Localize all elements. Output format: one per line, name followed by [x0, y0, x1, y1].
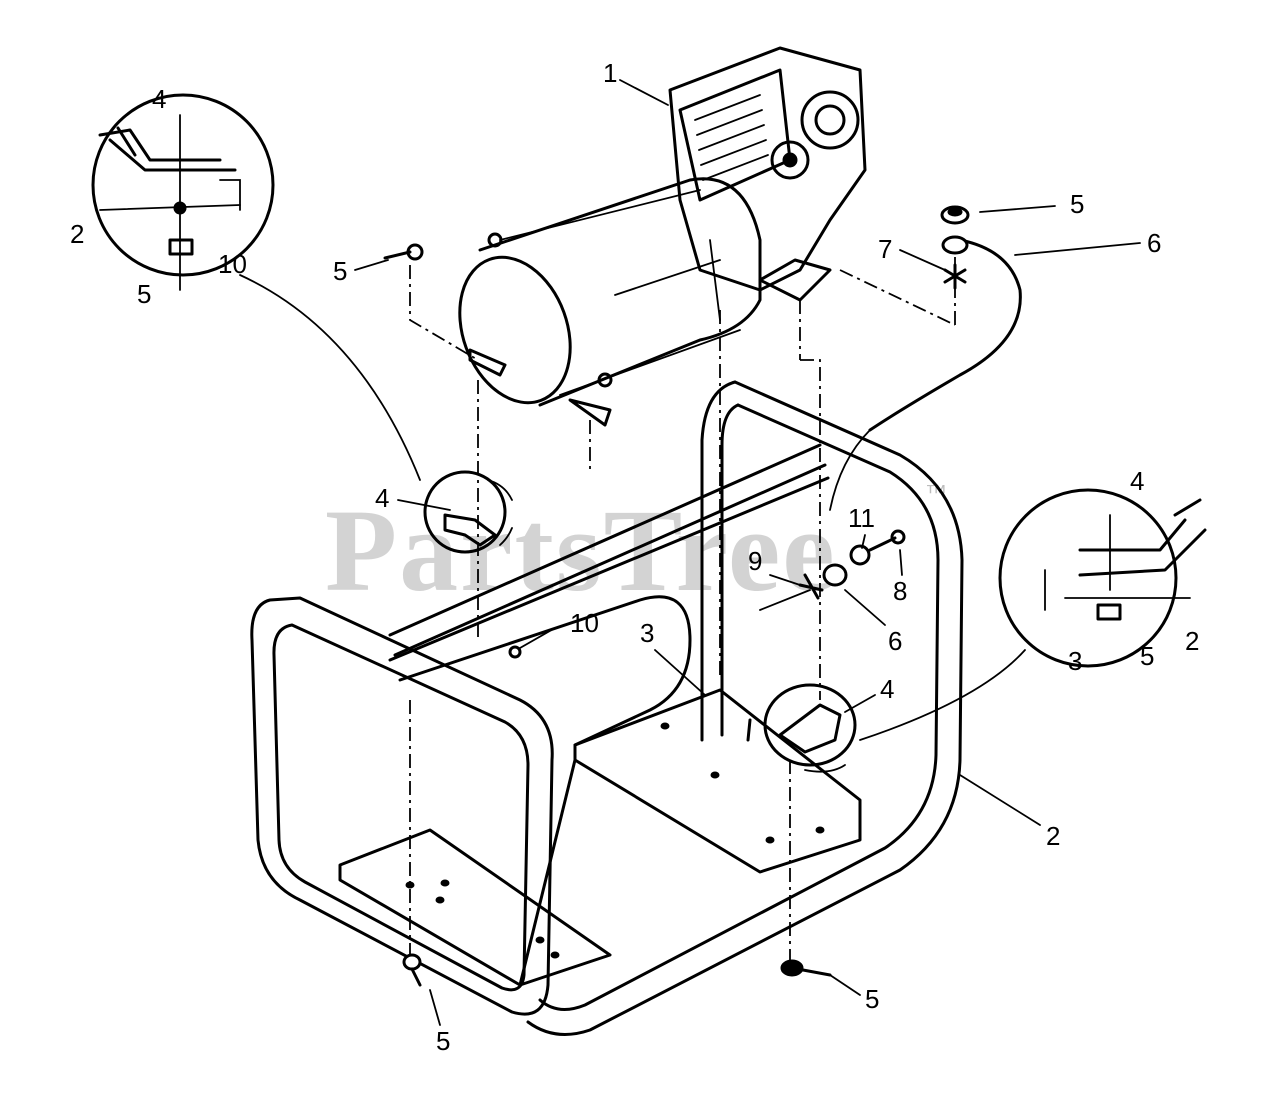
callout-part-9: 9 [748, 546, 762, 576]
callout-mount-right-4: 4 [880, 674, 894, 704]
callout-detail-right-3: 3 [1068, 646, 1082, 676]
callout-engine: 1 [603, 58, 617, 88]
callout-mount-left-4: 4 [375, 483, 389, 513]
callout-part-3: 3 [640, 618, 654, 648]
callout-detail-left-2: 2 [70, 219, 84, 249]
callout-bolt-5-bottom-right: 5 [865, 984, 879, 1014]
callout-bolt-5-bottom-left: 5 [436, 1026, 450, 1056]
callout-part-6: 6 [888, 626, 902, 656]
callout-part-8: 8 [893, 576, 907, 606]
callout-hose-6: 6 [1147, 228, 1161, 258]
detail-circle-mount-right [763, 683, 857, 767]
callout-part-11: 11 [848, 503, 875, 533]
callout-frame-2: 2 [1046, 821, 1060, 851]
callout-detail-left-4: 4 [152, 84, 166, 114]
callout-detail-right-5: 5 [1140, 641, 1154, 671]
detail-circle-mount-left [423, 470, 507, 554]
callout-washer-7: 7 [878, 234, 892, 264]
callout-engine-bolt: 5 [333, 256, 347, 286]
leader-lines [354, 79, 1141, 1026]
callout-detail-left-5: 5 [137, 279, 151, 309]
callout-nut-5: 5 [1070, 189, 1084, 219]
detail-view-left [91, 93, 421, 481]
callout-detail-left-10: 10 [218, 249, 247, 279]
frame [250, 380, 964, 1036]
callout-detail-right-2: 2 [1185, 626, 1199, 656]
engine [668, 46, 867, 302]
callout-screw-10: 10 [570, 608, 599, 638]
hardware [383, 205, 970, 987]
callout-detail-right-4: 4 [1130, 466, 1144, 496]
generator-motor [458, 177, 762, 427]
watermark-tm: ™ [925, 480, 947, 505]
alignment-lines [409, 250, 956, 960]
callout-labels: 1 5 5 7 6 4 2 5 10 4 10 3 11 9 8 6 4 2 5… [70, 58, 1199, 1056]
air-hose [868, 238, 1022, 432]
detail-view-right [859, 488, 1207, 741]
